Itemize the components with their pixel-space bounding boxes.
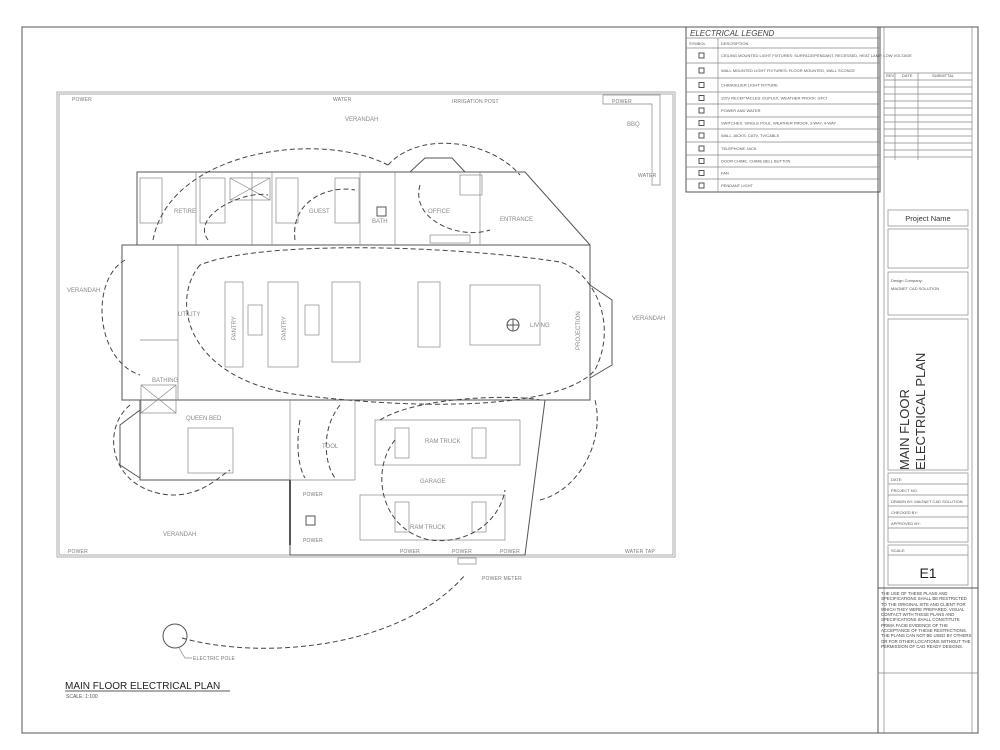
room-label: VERANDAH [632, 316, 665, 322]
legend-description: WALL MOUNTED LIGHT FIXTURES: FLOOR MOUNT… [721, 68, 855, 73]
room-label: OFFICE [428, 209, 450, 215]
room-label: RAM TRUCK [410, 525, 446, 531]
site-plan: POWER WATER IRRIGATION POST POWER BBQ WA… [56, 91, 676, 662]
room-label: LIVING [530, 323, 550, 329]
sheet-border [21, 26, 979, 734]
fan-icon [698, 170, 705, 176]
water-label: WATER [333, 97, 352, 103]
disclaimer-text: The use of these plans and specification… [881, 591, 972, 649]
furniture [139, 174, 541, 541]
room-label: RETIRE [174, 209, 196, 215]
room-label: QUEEN BED [186, 416, 222, 422]
checked-by-field: CHECKED BY: [891, 510, 918, 515]
fan-icon [376, 206, 387, 217]
room-label: UTILITY [178, 312, 200, 318]
wall-jack-icon [698, 132, 705, 139]
legend-description-header: DESCRIPTION [721, 41, 748, 46]
room-label: RAM TRUCK [425, 439, 461, 445]
power-label: POWER [612, 99, 632, 105]
room-label: VERANDAH [345, 117, 378, 123]
legend-description: PENDANT LIGHT [721, 183, 753, 188]
site-labels: POWER WATER IRRIGATION POST POWER BBQ WA… [68, 97, 657, 662]
power-label: POWER [452, 549, 472, 555]
room-label: TOOL [322, 444, 339, 450]
power-label: POWER [68, 549, 88, 555]
project-name: Project Name [905, 214, 950, 223]
water-tap-label: WATER TAP [625, 549, 655, 555]
revision-table: REV. DATE SUBMITTAL [884, 72, 972, 160]
legend-title: ELECTRICAL LEGEND [690, 29, 775, 38]
power-label: POWER [303, 492, 323, 498]
room-label: GUEST [309, 209, 330, 215]
sheet-title-line1: MAIN FLOOR [897, 389, 912, 470]
design-company: MAGNET CAD SOLUTION [891, 286, 939, 291]
power-label: POWER [303, 538, 323, 544]
date-header: DATE [902, 73, 913, 78]
pendant-light-icon [698, 182, 705, 189]
rev-header: REV. [886, 73, 895, 78]
legend-description: TELEPHONE JACK [721, 146, 757, 151]
submittal-header: SUBMITTAL [932, 73, 955, 78]
drawing-title: MAIN FLOOR ELECTRICAL PLAN [65, 681, 220, 692]
project-no-field: PROJECT NO. [891, 488, 918, 493]
power-label: POWER [72, 97, 92, 103]
design-company-label: Design Company: [891, 278, 923, 283]
room-labels: VERANDAH RETIRE GUEST BATH OFFICE ENTRAN… [67, 117, 665, 538]
date-field: DATE: [891, 477, 902, 482]
room-label: PANTRY [282, 316, 288, 340]
chandelier-icon [698, 82, 705, 88]
legend-description: FAN [721, 171, 729, 176]
power-label: POWER [400, 549, 420, 555]
room-label: PANTRY [232, 316, 238, 340]
legend-description: CHANDELIER LIGHT FIXTURE [721, 83, 778, 88]
telephone-jack-icon [698, 145, 705, 152]
circuit-wiring [101, 142, 605, 659]
receptacle-icon [698, 95, 705, 101]
room-label: BATHING [152, 378, 179, 384]
water-label: WATER [638, 173, 657, 179]
sheet-title-line2: ELECTRICAL PLAN [913, 353, 928, 470]
room-label: PROJECTION [576, 311, 582, 350]
room-label: ENTRANCE [500, 217, 533, 223]
room-label: GARAGE [420, 479, 446, 485]
room-label: VERANDAH [67, 288, 100, 294]
drawing-scale: SCALE: 1:100 [66, 694, 98, 700]
drawn-by-field: DRAWN BY: MAGNET CAD SOLUTION [891, 499, 963, 504]
ceiling-light-icon [698, 52, 705, 59]
irrigation-label: IRRIGATION POST [452, 99, 499, 105]
bbq-counter [602, 94, 661, 186]
legend-description: POWER AND WATER [721, 108, 761, 113]
room-label: BATH [372, 219, 388, 225]
approved-by-field: APPROVED BY: [891, 521, 921, 526]
fan-icon [305, 515, 316, 526]
title-block: Project Name Design Company: MAGNET CAD … [878, 209, 978, 674]
scale-field: SCALE: [891, 548, 905, 553]
room-label: VERANDAH [163, 532, 196, 538]
building-walls [119, 157, 613, 556]
legend-description: 110V RECEPTACLES: DUPLEX, WEATHER PROOF,… [721, 96, 827, 101]
bbq-label: BBQ [627, 122, 640, 128]
wall-light-icon [698, 67, 705, 74]
sheet-number: E1 [919, 565, 936, 581]
electric-pole-icon [162, 623, 188, 649]
legend-description: SWITCHES: SINGLE POLE, WEATHER PROOF, 3-… [721, 121, 836, 126]
switch-icon [698, 120, 705, 126]
legend-description: CEILING MOUNTED LIGHT FIXTURES: SURFACE/… [721, 53, 912, 58]
power-water-icon [698, 107, 705, 114]
legend-symbol-header: SYMBOL [689, 41, 706, 46]
electric-pole-label: ELECTRIC POLE [193, 656, 236, 662]
electrical-legend: ELECTRICAL LEGEND SYMBOL DESCRIPTION CEI… [685, 26, 912, 193]
legend-description: DOOR CHIME, CHIME BELL BUTTON [721, 159, 790, 164]
power-label: POWER [500, 549, 520, 555]
power-meter-icon [457, 557, 477, 565]
legend-description: WALL JACKS: CATV, TV/CABLE [721, 133, 780, 138]
door-chime-icon [698, 158, 705, 164]
power-meter-label: POWER METER [482, 576, 522, 582]
